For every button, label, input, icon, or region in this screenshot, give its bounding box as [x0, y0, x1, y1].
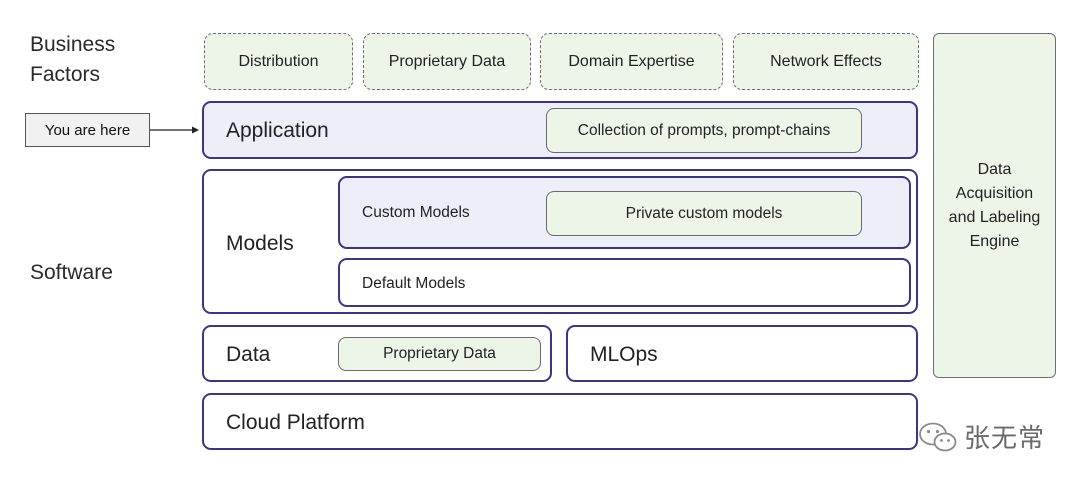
you-are-here-box: You are here — [25, 113, 150, 147]
application-layer: Application Collection of prompts, promp… — [202, 101, 918, 159]
data-title: Data — [226, 343, 271, 366]
models-title: Models — [226, 232, 294, 255]
data-layer: Data Proprietary Data — [202, 325, 552, 382]
factor-distribution: Distribution — [204, 33, 353, 90]
default-models-label: Default Models — [362, 275, 466, 292]
factor-network-effects: Network Effects — [733, 33, 919, 90]
models-layer: Models Custom Models Private custom mode… — [202, 169, 918, 314]
watermark: 张无常 — [918, 418, 1045, 455]
mlops-title: MLOps — [590, 343, 658, 366]
application-title: Application — [226, 119, 329, 142]
cloud-platform-title: Cloud Platform — [226, 411, 365, 434]
custom-models-label: Custom Models — [362, 204, 470, 221]
factor-domain-expertise: Domain Expertise — [540, 33, 723, 90]
software-label: Software — [30, 261, 113, 284]
data-proprietary-pill: Proprietary Data — [338, 337, 541, 371]
default-models-box: Default Models — [338, 258, 911, 307]
watermark-text: 张无常 — [964, 423, 1046, 453]
data-acquisition-engine: Data Acquisition and Labeling Engine — [933, 33, 1056, 378]
pointer-arrow — [150, 126, 199, 134]
mlops-layer: MLOps — [566, 325, 918, 382]
factor-proprietary-data: Proprietary Data — [363, 33, 531, 90]
business-factors-label: Business Factors — [30, 33, 116, 86]
custom-models-box: Custom Models Private custom models — [338, 176, 911, 249]
cloud-platform-layer: Cloud Platform — [202, 393, 918, 450]
prompt-chains-pill: Collection of prompts, prompt-chains — [546, 108, 862, 153]
wechat-icon — [919, 422, 957, 451]
private-custom-models-pill: Private custom models — [546, 191, 862, 236]
